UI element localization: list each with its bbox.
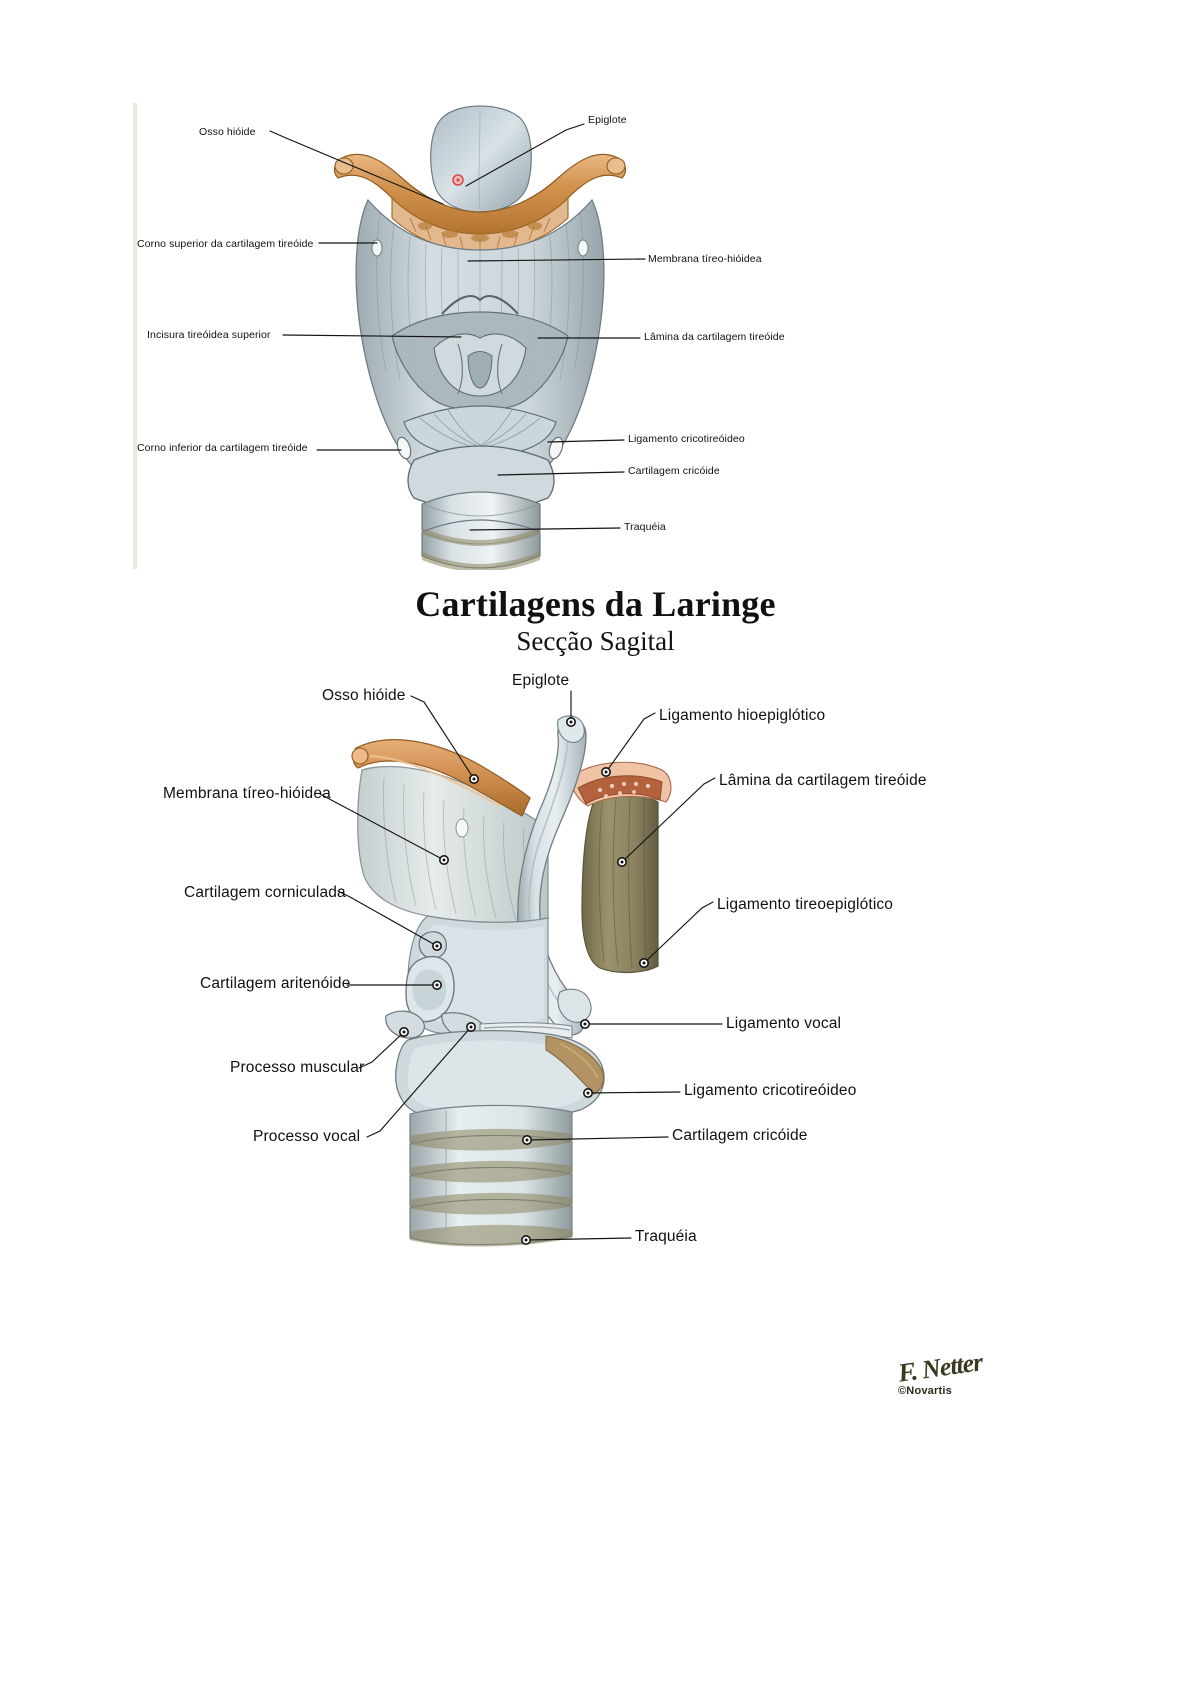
label-lamina-cartilagem-tireoide: Lâmina da cartilagem tireóide — [644, 331, 785, 343]
label-osso-hioide-sagittal: Osso hióide — [322, 687, 406, 704]
page-title: Cartilagens da Laringe — [415, 584, 776, 624]
artist-signature: F. Netter ©Novartis — [896, 1347, 984, 1397]
larynx-sagittal-illustration — [351, 715, 672, 1247]
signature-mark: F. Netter — [896, 1347, 984, 1388]
page-subtitle: Secção Sagital — [516, 626, 675, 656]
label-processo-muscular: Processo muscular — [230, 1059, 365, 1076]
label-epiglote-sagittal: Epiglote — [512, 672, 570, 689]
label-traqueia: Traquéia — [624, 521, 666, 533]
figure-sagittal-section: Osso hióide Epiglote Ligamento hioepigló… — [163, 672, 927, 1247]
label-cartilagem-corniculada: Cartilagem corniculada — [184, 884, 346, 901]
label-traqueia-sagittal: Traquéia — [635, 1228, 697, 1245]
copyright-novartis: ©Novartis — [898, 1385, 952, 1397]
label-ligamento-vocal: Ligamento vocal — [726, 1015, 842, 1032]
label-ligamento-cricotireoideo: Ligamento cricotireóideo — [628, 433, 745, 445]
label-corno-inferior-cartilagem-tireoide: Corno inferior da cartilagem tireóide — [137, 442, 308, 454]
figure-posterior-view: Osso hióide Corno superior da cartilagem… — [0, 0, 1191, 580]
scan-edge-strip — [133, 103, 137, 569]
label-ligamento-cricotireoideo-sagittal: Ligamento cricotireóideo — [684, 1082, 857, 1099]
label-cartilagem-aritenoide: Cartilagem aritenóide — [200, 975, 351, 992]
label-cartilagem-cricoide: Cartilagem cricóide — [628, 465, 720, 477]
label-epiglote: Epiglote — [588, 114, 627, 126]
label-corno-superior-cartilagem-tireoide: Corno superior da cartilagem tireóide — [137, 238, 314, 250]
label-ligamento-hioepiglotico: Ligamento hioepiglótico — [659, 707, 826, 724]
label-membrana-tireo-hioidea: Membrana tíreo-hióidea — [648, 253, 762, 265]
label-ligamento-tireoepiglotico: Ligamento tireoepiglótico — [717, 896, 894, 913]
label-incisura-tireoidea-superior: Incisura tireóidea superior — [147, 329, 271, 341]
label-processo-vocal: Processo vocal — [253, 1128, 361, 1145]
label-osso-hioide: Osso hióide — [199, 126, 256, 138]
label-membrana-tireo-hioidea-sagittal: Membrana tíreo-hióidea — [163, 785, 331, 802]
larynx-posterior-illustration — [333, 105, 627, 570]
label-lamina-cartilagem-tireoide-sagittal: Lâmina da cartilagem tireóide — [719, 772, 927, 789]
label-cartilagem-cricoide-sagittal: Cartilagem cricóide — [672, 1127, 808, 1144]
